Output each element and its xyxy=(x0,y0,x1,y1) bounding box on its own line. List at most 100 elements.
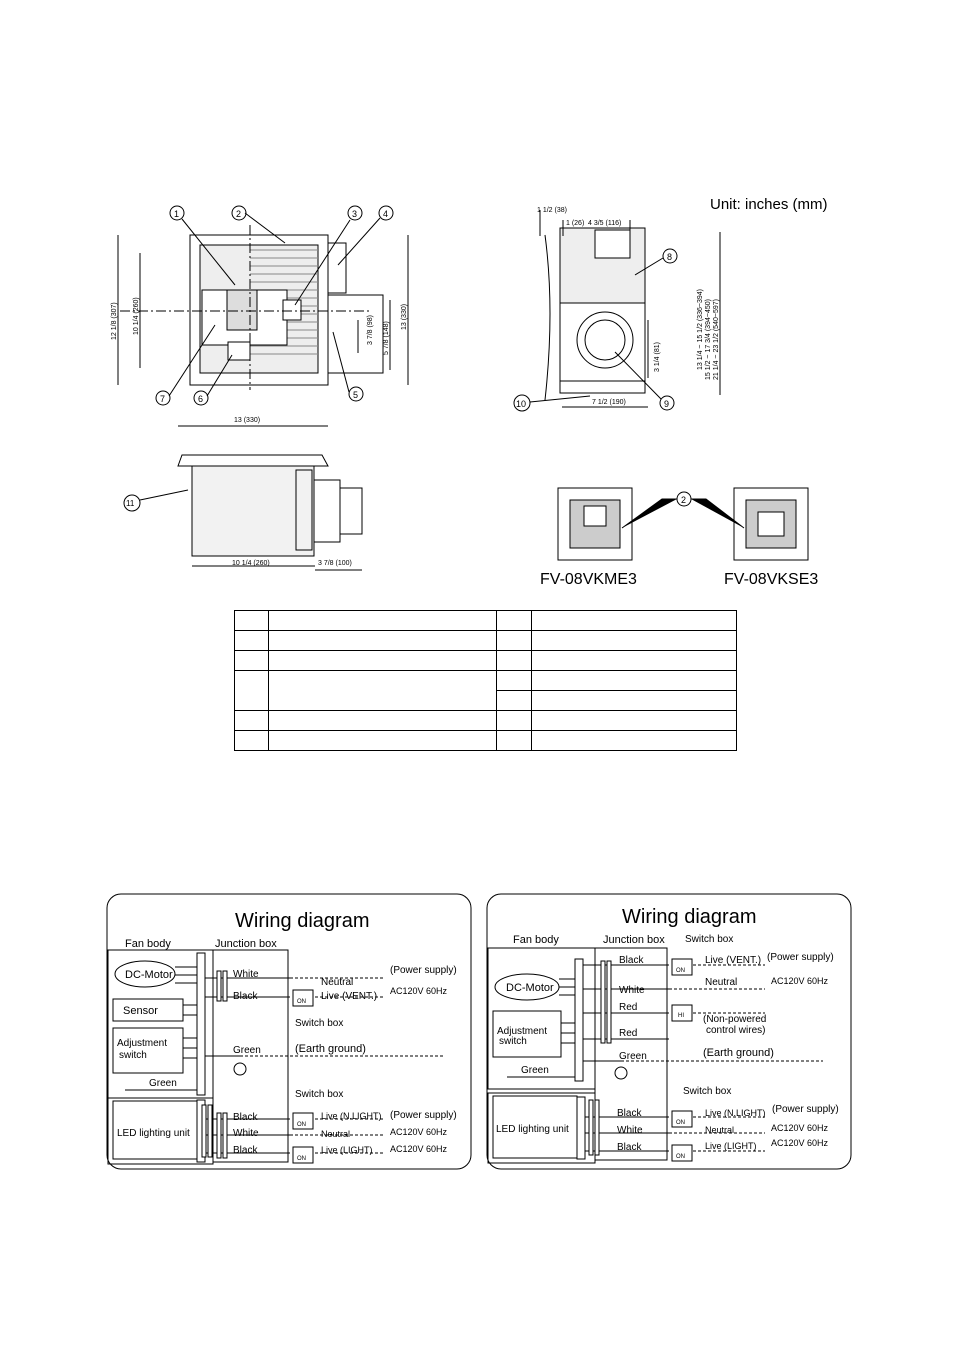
adjustment-label-2: switch xyxy=(499,1036,527,1047)
ac-label: AC120V 60Hz xyxy=(390,986,448,996)
dim-3-1-4: 3 1/4 (81) xyxy=(654,342,661,372)
ac-label: AC120V 60Hz xyxy=(771,976,829,986)
led-unit-label: LED lighting unit xyxy=(117,1128,190,1139)
dim-range-2: 15 1/2 ~ 17 3/4 (394~450) xyxy=(705,299,712,380)
grille-vkme3 xyxy=(557,487,633,561)
sensor-label: Sensor xyxy=(123,1005,158,1017)
green-bottom-label: Green xyxy=(149,1078,177,1089)
white-label: White xyxy=(619,985,645,996)
junction-box-label: Junction box xyxy=(215,938,277,950)
bottom-view-drawing xyxy=(177,425,363,571)
non-powered-label-2: control wires) xyxy=(706,1025,765,1036)
on-switch-2: ON xyxy=(297,1122,306,1128)
ac-label-2: AC120V 60Hz xyxy=(390,1127,448,1137)
table-row xyxy=(234,670,737,711)
live-nlight-label: Live (N.LIGHT) xyxy=(705,1108,766,1118)
callout-2-grilles: 2 xyxy=(621,491,745,529)
on-switch-2: ON xyxy=(676,1120,685,1126)
green-label: Green xyxy=(619,1051,647,1062)
callout-11-group: 11 xyxy=(123,489,189,512)
model-vkme3: FV-08VKME3 xyxy=(540,571,637,588)
black-label-2: Black xyxy=(617,1108,642,1119)
adjustment-label-2: switch xyxy=(119,1050,147,1061)
adjustment-label-1: Adjustment xyxy=(497,1026,547,1037)
white-label: White xyxy=(233,969,259,980)
dim-1: 1 (26) xyxy=(566,220,584,227)
black-label: Black xyxy=(233,991,258,1002)
model-vkse3: FV-08VKSE3 xyxy=(724,571,818,588)
non-powered-label-1: (Non-powered xyxy=(703,1014,766,1025)
switch-box-label-2: Switch box xyxy=(295,1089,343,1100)
callouts-top: 1 2 3 4 5 6 7 xyxy=(155,205,394,406)
live-vent-label: Live (VENT.) xyxy=(705,955,761,966)
callout-3: 3 xyxy=(352,209,357,219)
green-bottom-label: Green xyxy=(521,1065,549,1076)
fan-body-label: Fan body xyxy=(125,938,171,950)
callout-2: 2 xyxy=(236,209,241,219)
callout-9: 9 xyxy=(664,399,669,409)
top-view-drawing xyxy=(117,225,409,390)
white-label-2: White xyxy=(233,1128,259,1139)
table-row xyxy=(234,650,737,671)
dim-3-7-8: 3 7/8 (98) xyxy=(367,315,374,345)
green-label: Green xyxy=(233,1045,261,1056)
dim-bottom-10-1-4: 10 1/4 (260) xyxy=(232,560,270,567)
callouts-side: 8 9 10 xyxy=(513,248,678,412)
callout-5: 5 xyxy=(353,390,358,400)
dim-range-3: 21 1/4 ~ 23 1/2 (540~597) xyxy=(713,299,720,380)
callout-10: 10 xyxy=(516,399,526,409)
callout-4: 4 xyxy=(383,209,388,219)
switch-box-label-2: Switch box xyxy=(683,1086,731,1097)
neutral-label-2: Neutral xyxy=(705,1125,734,1135)
neutral-label: Neutral xyxy=(705,977,737,988)
callout-1: 1 xyxy=(174,209,179,219)
hi-switch: HI xyxy=(678,1013,684,1019)
dim-bottom-13: 13 (330) xyxy=(234,417,260,424)
power-supply-label: (Power supply) xyxy=(390,965,457,976)
wiring-diagram-right: Wiring diagram Fan body Junction box Swi… xyxy=(486,893,852,1170)
table-row xyxy=(234,730,737,751)
earth-label: (Earth ground) xyxy=(295,1043,366,1055)
live-light-label: Live (LIGHT) xyxy=(705,1141,757,1151)
red-label-1: Red xyxy=(619,1002,637,1013)
led-unit-label: LED lighting unit xyxy=(496,1124,569,1135)
black-label-3: Black xyxy=(617,1142,642,1153)
on-switch-3: ON xyxy=(297,1156,306,1162)
side-view-drawing xyxy=(539,210,721,408)
table-row xyxy=(234,610,737,631)
ac-label-3: AC120V 60Hz xyxy=(771,1138,829,1148)
dc-motor-label: DC-Motor xyxy=(125,969,173,981)
black-label-3: Black xyxy=(233,1145,258,1156)
wiring-title-right: Wiring diagram xyxy=(622,906,756,928)
switch-box-label: Switch box xyxy=(685,934,733,945)
wiring-diagram-left: Wiring diagram Fan body Junction box DC-… xyxy=(106,893,472,1170)
white-label-2: White xyxy=(617,1125,643,1136)
live-nlight-label: Live (N.LIGHT) xyxy=(321,1111,382,1121)
dim-1-1-2: 1 1/2 (38) xyxy=(537,207,567,214)
power-supply-label-2: (Power supply) xyxy=(390,1110,457,1121)
dim-12-1-8: 12 1/8 (307) xyxy=(111,302,118,340)
table-row xyxy=(234,710,737,731)
on-switch-3: ON xyxy=(676,1154,685,1160)
black-label-2: Black xyxy=(233,1112,258,1123)
dc-motor-label: DC-Motor xyxy=(506,982,554,994)
dim-13: 13 (330) xyxy=(401,304,408,330)
dim-4-3-5: 4 3/5 (116) xyxy=(588,220,621,227)
on-switch-1: ON xyxy=(297,999,306,1005)
black-label: Black xyxy=(619,955,644,966)
red-label-2: Red xyxy=(619,1028,637,1039)
top-view-dim-labels: 12 1/8 (307) 10 1/4 (260) 13 (330) 3 7/8… xyxy=(111,297,408,355)
side-view-dim-labels: 1 1/2 (38) 1 (26) 4 3/5 (116) 3 1/4 (81)… xyxy=(537,207,720,406)
callout-7: 7 xyxy=(160,394,165,404)
live-vent-label: Live (VENT.) xyxy=(321,991,377,1002)
fan-body-label: Fan body xyxy=(513,934,559,946)
power-supply-label: (Power supply) xyxy=(767,952,834,963)
callout-11: 11 xyxy=(126,499,135,508)
dim-range-1: 13 1/4 ~ 15 1/2 (336~394) xyxy=(697,289,704,370)
callout-8: 8 xyxy=(667,252,672,262)
unit-label: Unit: inches (mm) xyxy=(710,196,828,213)
grille-vkse3 xyxy=(733,487,809,561)
on-switch-1: ON xyxy=(676,968,685,974)
dim-bottom-3-7-8: 3 7/8 (100) xyxy=(318,560,352,567)
wiring-title-left: Wiring diagram xyxy=(235,910,369,932)
